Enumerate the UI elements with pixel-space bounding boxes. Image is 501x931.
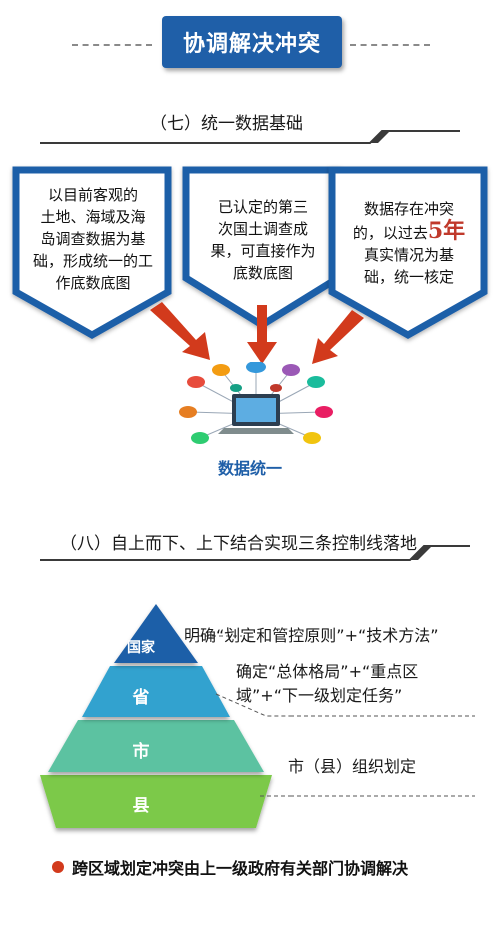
description-city-county: 市（县）组织划定: [288, 755, 416, 779]
description-province: 确定“总体格局”+“重点区 域”+“下一级划定任务”: [236, 660, 418, 708]
section-8-underline: [40, 545, 470, 561]
panel-3-line-pre: 的，以过去: [352, 224, 428, 242]
pyramid-tier-nation: [114, 604, 198, 663]
pyramid-graphic: [40, 604, 290, 828]
pyramid-tier-county: [40, 775, 272, 828]
page-title: 协调解决冲突: [162, 16, 342, 68]
panel-2-line: 次国土调查成: [217, 220, 308, 238]
header-deco-right: [350, 44, 430, 48]
arrow-left: [150, 302, 210, 360]
header-deco-left: [72, 44, 152, 48]
panel-3-line: 础，统一核定: [363, 268, 454, 286]
data-unified-label: 数据统一: [218, 459, 283, 478]
pyramid-tier-province: [82, 666, 230, 717]
pyramid-label-county: 县: [132, 796, 150, 816]
panel-3-shape: [328, 166, 488, 340]
description-line: 域”+“下一级划定任务”: [236, 686, 403, 705]
description-line: 确定“总体格局”+“重点区: [236, 662, 419, 681]
panel-1-line: 岛调查数据为基: [40, 230, 146, 248]
panel-2-text: 已认定的第三 次国土调查成 果，可直接作为 底数底图: [192, 196, 334, 284]
panels-graphic: [12, 166, 488, 364]
panel-1-line: 础，形成统一的工: [32, 252, 153, 270]
description-nation: 明确“划定和管控原则”+“技术方法”: [184, 624, 439, 648]
panel-3-line: 真实情况为基: [363, 246, 454, 264]
panel-1-line: 作底数底图: [55, 274, 131, 292]
footer-note: 跨区域划定冲突由上一级政府有关部门协调解决: [72, 859, 409, 878]
laptop-cloud-icon: [179, 362, 333, 444]
pyramid-label-province: 省: [132, 688, 150, 708]
panel-1-shape: [12, 166, 172, 340]
arrow-center: [247, 305, 277, 364]
description-line: 市（县）组织划定: [288, 757, 417, 776]
panel-3-text: 数据存在冲突 的，以过去5年 真实情况为基 础，统一核定: [338, 198, 480, 288]
panel-3-line: 数据存在冲突: [363, 200, 454, 218]
pyramid-tier-city: [48, 720, 264, 772]
pyramid-label-nation: 国家: [127, 640, 155, 656]
section-7-title: （七）统一数据基础: [150, 114, 303, 134]
footer-bullet-icon: [52, 861, 64, 873]
highlight-5-years: 5年: [427, 218, 466, 244]
panel-2-line: 底数底图: [232, 264, 293, 282]
panel-1-line: 以目前客观的: [47, 186, 138, 204]
pyramid-label-city: 市: [132, 742, 150, 762]
panel-2-line: 果，可直接作为: [210, 242, 316, 260]
leader-lines-right: [290, 715, 475, 797]
panel-3-line: 的，以过去5年: [338, 220, 480, 244]
panel-1-text: 以目前客观的 土地、海域及海 岛调查数据为基 础，形成统一的工 作底数底图: [22, 184, 164, 294]
section-7-underline: [40, 130, 460, 144]
panel-1-line: 土地、海域及海: [40, 208, 146, 226]
panel-2-shape: [182, 166, 342, 330]
section-8-title: （八）自上而下、上下结合实现三条控制线落地: [60, 534, 417, 554]
panel-2-line: 已认定的第三: [217, 198, 308, 216]
arrow-right: [312, 310, 364, 364]
description-line: 明确“划定和管控原则”+“技术方法”: [184, 626, 439, 645]
